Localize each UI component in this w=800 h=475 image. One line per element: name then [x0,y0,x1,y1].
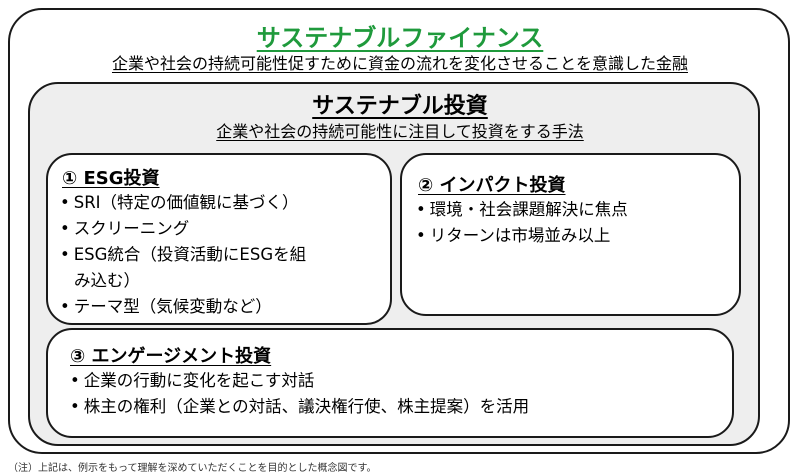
sustainable-investment-title: サステナブル投資 [312,94,488,119]
list-item: テーマ型（気候変動など） [60,294,306,320]
sustainable-finance-subtitle: 企業や社会の持続可能性促すために資金の流れを変化させることを意識した金融 [111,54,688,73]
sustainable-finance-title: サステナブルファイナンス [256,24,544,52]
impact-investment-card: ② インパクト投資 環境・社会課題解決に焦点 リターンは市場並み以上 [400,153,741,316]
footnote: （注）上記は、例示をもって理解を深めていただくことを目的とした概念図です。 [8,463,377,474]
impact-investment-title: ② インパクト投資 [418,175,566,196]
list-item-continuation: み込む） [74,271,140,290]
engagement-investment-title: ③ エンゲージメント投資 [70,346,272,367]
list-item: 環境・社会課題解決に焦点 [416,197,628,223]
list-item: 企業の行動に変化を起こす対話 [70,368,529,394]
list-item: SRI（特定の価値観に基づく） [60,190,306,216]
sustainable-investment-subtitle: 企業や社会の持続可能性に注目して投資をする手法 [216,122,584,141]
esg-investment-title: ① ESG投資 [62,168,160,189]
list-item: 株主の権利（企業との対話、議決権行使、株主提案）を活用 [70,394,529,420]
list-item: スクリーニング [60,216,306,242]
esg-investment-list: SRI（特定の価値観に基づく） スクリーニング ESG統合（投資活動にESGを組… [60,190,306,320]
engagement-investment-list: 企業の行動に変化を起こす対話 株主の権利（企業との対話、議決権行使、株主提案）を… [70,368,529,420]
impact-investment-list: 環境・社会課題解決に焦点 リターンは市場並み以上 [416,197,628,249]
engagement-investment-card: ③ エンゲージメント投資 企業の行動に変化を起こす対話 株主の権利（企業との対話… [46,328,734,438]
list-item: リターンは市場並み以上 [416,223,628,249]
esg-investment-card: ① ESG投資 SRI（特定の価値観に基づく） スクリーニング ESG統合（投資… [46,153,392,325]
list-item: ESG統合（投資活動にESGを組 [60,242,306,268]
